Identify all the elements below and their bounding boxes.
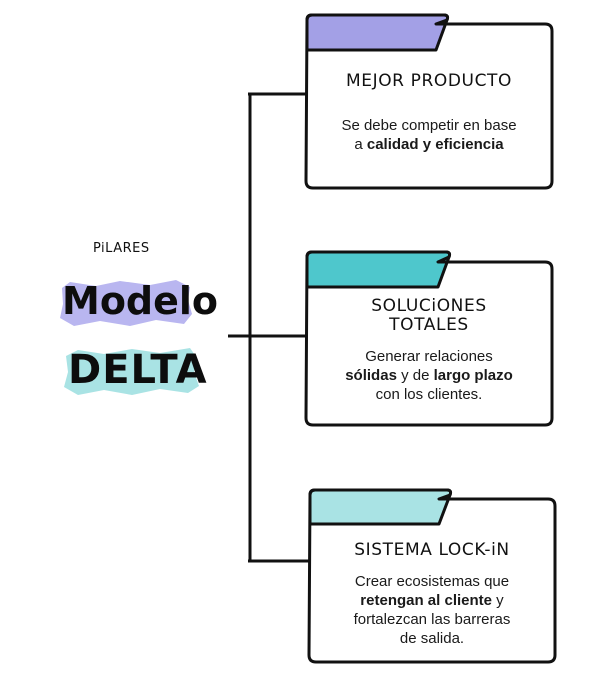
card-title-2-line-1: SOLUCiONES (371, 296, 487, 316)
bold-text: calidad y eficiencia (366, 136, 504, 153)
card-frame-2 (304, 250, 554, 427)
card-body-line: retengan al cliente y (309, 591, 555, 610)
card-title-1: MEJOR PRODUCTO (345, 71, 513, 91)
bold-text: retengan al cliente (360, 592, 493, 609)
bold-text: sólidas (345, 367, 397, 384)
card-body-line: con los clientes. (306, 385, 552, 404)
bold-text: largo plazo (433, 367, 513, 384)
brand-line-2: DELTA (68, 347, 208, 393)
card-title-2-line-2: TOTALES (389, 315, 469, 335)
card-title-3: SISTEMA LOCK-iN (354, 540, 510, 560)
card-body-line: Se debe competir en base (306, 116, 552, 135)
card-sistema-lock-in (307, 488, 557, 664)
text: con los clientes. (375, 386, 483, 403)
card-body-line: Generar relaciones (306, 347, 552, 366)
card-body-line: a calidad y eficiencia (306, 135, 552, 154)
text: a (354, 136, 367, 153)
card-frame-3 (307, 488, 557, 664)
card-body-line: Crear ecosistemas que (309, 572, 555, 591)
card-tab-2 (305, 250, 452, 289)
text: y (492, 592, 504, 609)
card-title-2: SOLUCiONES TOTALES (306, 297, 552, 335)
text: Crear ecosistemas que (354, 573, 510, 590)
card-tab-1 (305, 13, 450, 52)
brand-line-1: Modelo (62, 279, 219, 323)
card-tab-3 (308, 488, 453, 526)
text: de salida. (399, 630, 465, 647)
text: Se debe competir en base (341, 117, 517, 134)
pre-title: PiLARES (93, 241, 150, 256)
card-body-line: fortalezcan las barreras (309, 610, 555, 629)
brand-highlight-1 (60, 280, 192, 326)
card-body-line: sólidas y de largo plazo (306, 366, 552, 385)
card-frame-1 (304, 13, 554, 190)
text: fortalezcan las barreras (353, 611, 511, 628)
card-body-line: de salida. (309, 629, 555, 648)
card-soluciones-totales (304, 250, 554, 427)
text: y de (396, 367, 434, 384)
card-mejor-producto (304, 13, 554, 190)
text: Generar relaciones (365, 348, 493, 365)
brand-highlight-2 (64, 348, 199, 395)
